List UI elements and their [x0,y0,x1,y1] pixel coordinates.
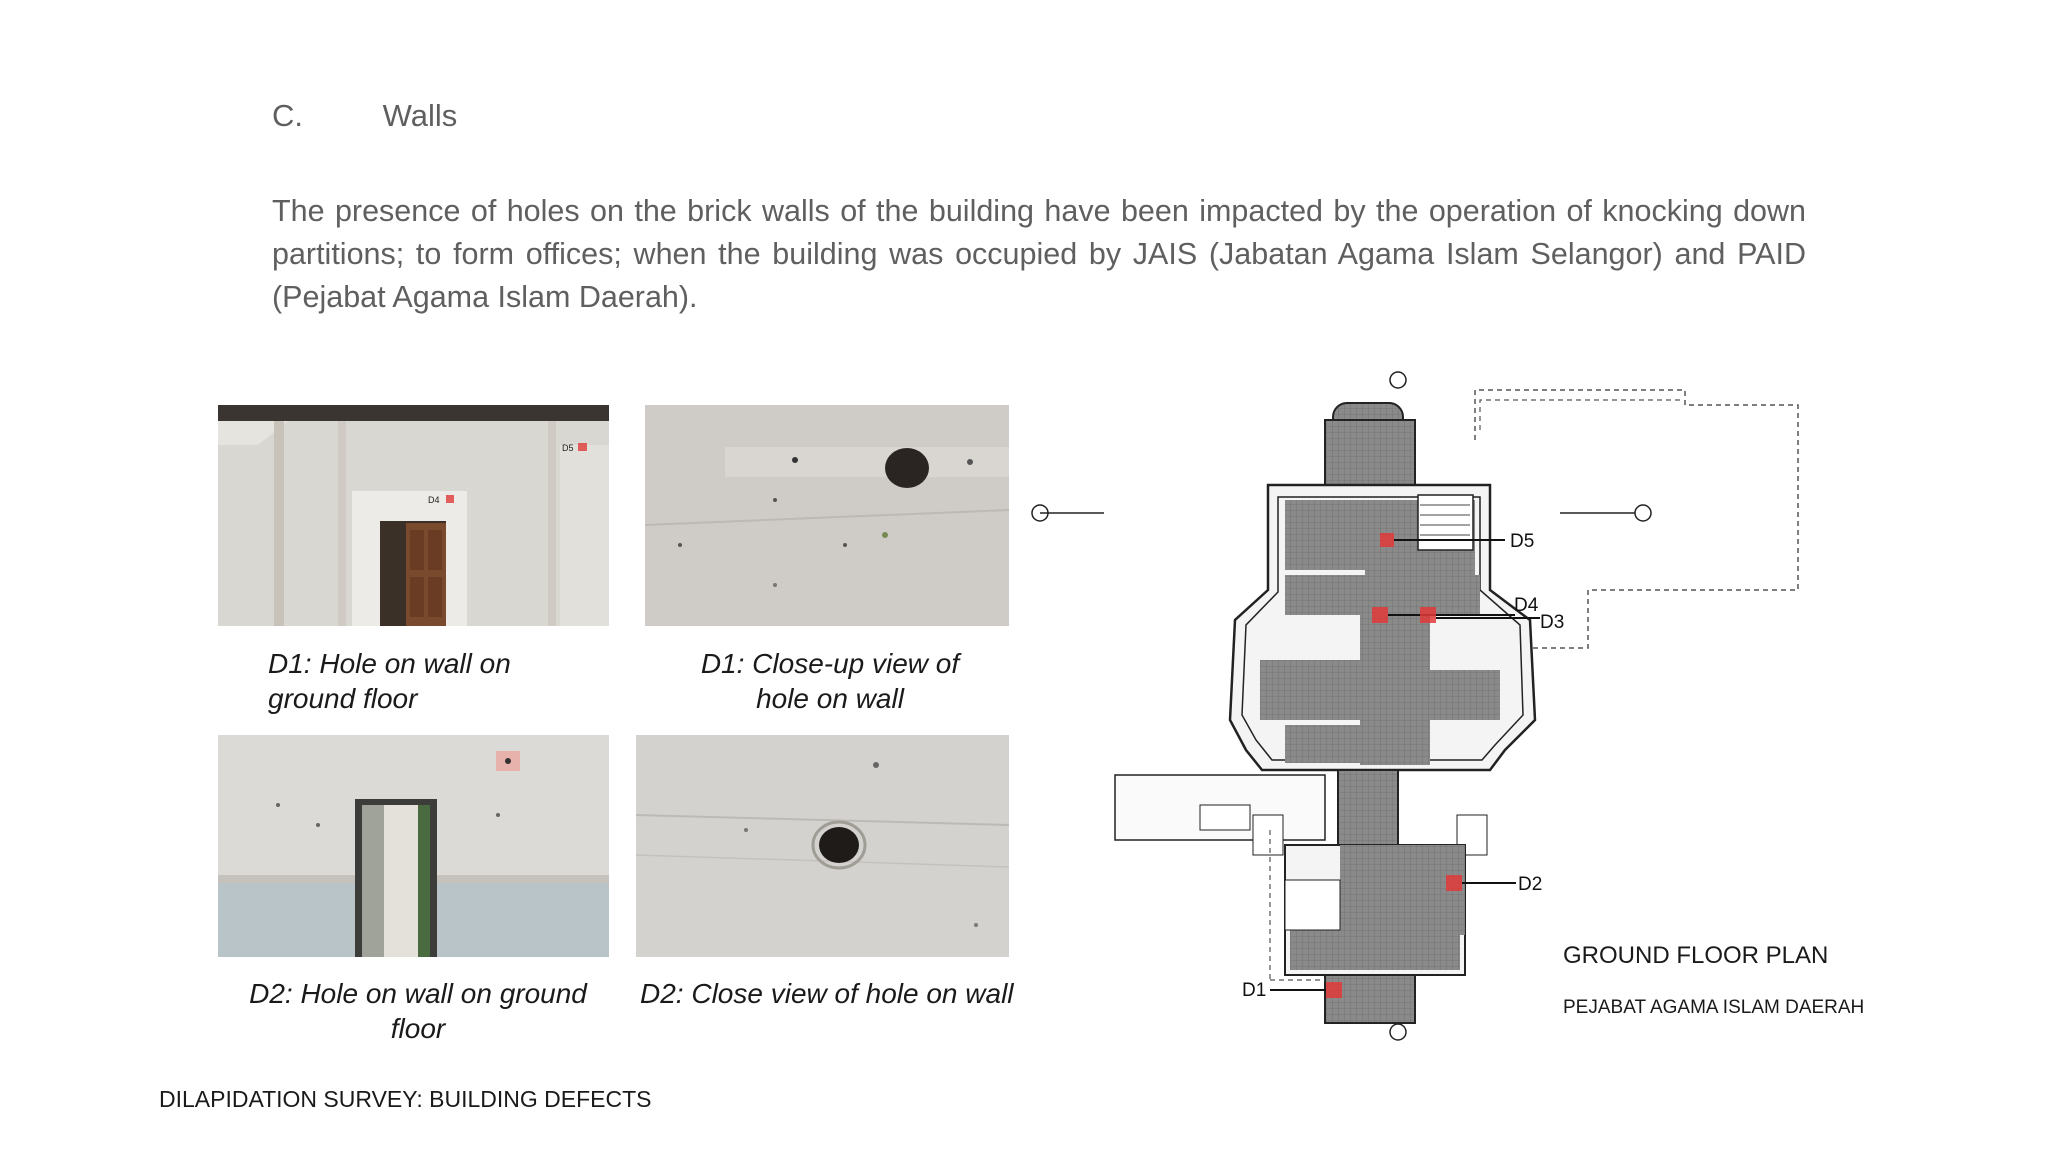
plan-marker-d2: D2 [1446,874,1542,895]
body-paragraph: The presence of holes on the brick walls… [272,194,1806,314]
ground-floor-plan: D5 D4 D3 D2 D1 [1031,371,1799,1041]
photo-d2-room [218,735,609,957]
caption-photo-1: D1: Hole on wall on ground floor [268,648,511,714]
plan-title: GROUND FLOOR PLAN [1563,942,1829,969]
plan-marker-d4: D4 [1372,595,1539,623]
photo-d1-room: D5 D4 [218,405,609,626]
photo-label-d5: D5 [562,443,574,453]
footer-label: DILAPIDATION SURVEY: BUILDING DEFECTS [159,1086,652,1112]
svg-text:D3: D3 [1540,612,1564,633]
svg-text:D1: D1 [1242,980,1266,1001]
plan-marker-d3: D3 [1420,607,1564,633]
svg-text:D2: D2 [1518,874,1542,895]
caption-photo-3: D2: Hole on wall on ground floor [249,978,587,1044]
svg-text:D4: D4 [1514,595,1539,616]
section-heading: C. Walls [272,98,457,134]
svg-text:D5: D5 [1510,531,1534,552]
plan-subtitle: PEJABAT AGAMA ISLAM DAERAH [1563,997,1865,1018]
caption-photo-2: D1: Close-up view of hole on wall [700,648,960,714]
section-letter: C. [272,98,303,133]
plan-marker-d1: D1 [1242,980,1342,1001]
photo-label-d4: D4 [428,495,440,505]
caption-photo-4: D2: Close view of hole on wall [640,978,1014,1009]
section-title: Walls [382,98,458,133]
plan-marker-d5: D5 [1380,531,1534,552]
photo-d1-closeup [645,405,1009,626]
photo-d2-closeup [636,735,1009,957]
